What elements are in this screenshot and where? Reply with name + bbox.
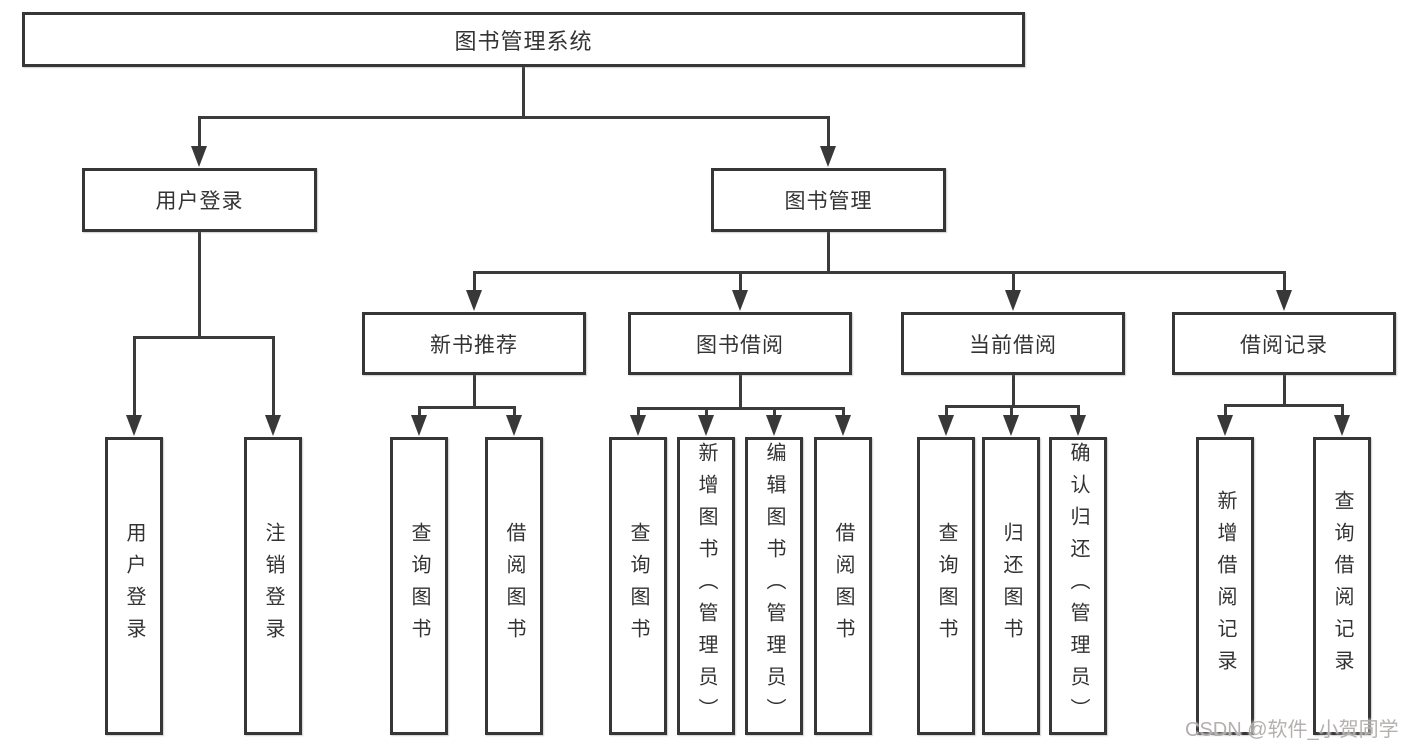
- node-user-login: 用户登录: [82, 168, 317, 232]
- connector-line-vertical: [133, 337, 136, 420]
- node-leaf-query-books-2: 查询图书: [609, 437, 667, 735]
- node-label: 新增借阅记录: [1214, 490, 1236, 682]
- node-leaf-return-books: 归还图书: [982, 437, 1040, 735]
- arrow-down-icon: [1276, 290, 1292, 311]
- arrow-down-icon: [820, 146, 836, 167]
- connector-line-horizontal: [473, 271, 1286, 274]
- arrow-down-icon: [630, 415, 646, 436]
- node-leaf-logout: 注销登录: [244, 437, 302, 735]
- connector-line-vertical: [272, 337, 275, 420]
- arrow-down-icon: [766, 415, 782, 436]
- node-label: 用户登录: [155, 190, 244, 213]
- node-leaf-user-login: 用户登录: [105, 437, 163, 735]
- node-leaf-query-borrow-record: 查询借阅记录: [1313, 437, 1371, 735]
- connector-line-vertical: [773, 408, 776, 420]
- connector-line-horizontal: [1224, 404, 1344, 407]
- node-book-borrowing: 图书借阅: [628, 312, 852, 375]
- node-label: 图书借阅: [696, 333, 784, 357]
- node-leaf-add-books-admin: 新增图书（管理员）: [677, 437, 735, 735]
- connector-line-vertical: [1010, 406, 1013, 420]
- node-label: 用户登录: [123, 522, 145, 650]
- arrow-down-icon: [466, 290, 482, 311]
- connector-line-vertical: [1341, 405, 1344, 420]
- node-label: 查询图书: [408, 522, 430, 650]
- node-leaf-borrow-books-2: 借阅图书: [814, 437, 872, 735]
- arrow-down-icon: [1070, 415, 1086, 436]
- node-label: 借阅图书: [832, 522, 854, 650]
- arrow-down-icon: [938, 415, 954, 436]
- node-leaf-borrow-books-1: 借阅图书: [485, 437, 543, 735]
- connector-line-vertical: [945, 406, 948, 420]
- node-current-borrowing: 当前借阅: [901, 312, 1125, 375]
- node-leaf-add-borrow-record: 新增借阅记录: [1196, 437, 1254, 735]
- node-label: 查询图书: [935, 522, 957, 650]
- node-leaf-query-books-3: 查询图书: [917, 437, 975, 735]
- node-library-system: 图书管理系统: [22, 12, 1025, 67]
- node-borrowing-records: 借阅记录: [1172, 312, 1396, 375]
- arrow-down-icon: [411, 415, 427, 436]
- node-new-book-recommend: 新书推荐: [362, 312, 586, 375]
- arrow-down-icon: [1217, 415, 1233, 436]
- node-label: 注销登录: [262, 522, 284, 650]
- connector-line-vertical: [513, 407, 516, 420]
- node-leaf-edit-books-admin: 编辑图书（管理员）: [745, 437, 803, 735]
- connector-line-vertical: [1012, 272, 1015, 295]
- connector-line-vertical: [522, 67, 525, 118]
- connector-line-vertical: [1012, 375, 1015, 407]
- arrow-down-icon: [265, 415, 281, 436]
- node-label: 确认归还（管理员）: [1067, 442, 1089, 730]
- connector-line-horizontal: [418, 406, 516, 409]
- connector-line-vertical: [1224, 405, 1227, 420]
- connector-line-vertical: [842, 408, 845, 420]
- node-label: 当前借阅: [969, 333, 1057, 357]
- node-label: 编辑图书（管理员）: [763, 442, 785, 730]
- connector-line-horizontal: [198, 116, 830, 119]
- node-leaf-query-books-1: 查询图书: [390, 437, 448, 735]
- node-label: 图书管理系统: [454, 28, 593, 54]
- node-label: 查询借阅记录: [1331, 490, 1353, 682]
- connector-line-vertical: [705, 408, 708, 420]
- node-label: 图书管理: [784, 190, 873, 213]
- connector-line-vertical: [1283, 272, 1286, 295]
- connector-line-horizontal: [133, 336, 275, 339]
- connector-line-vertical: [827, 117, 830, 151]
- connector-line-vertical: [473, 375, 476, 408]
- arrow-down-icon: [191, 146, 207, 167]
- arrow-down-icon: [1003, 415, 1019, 436]
- arrow-down-icon: [732, 290, 748, 311]
- arrow-down-icon: [126, 415, 142, 436]
- arrow-down-icon: [506, 415, 522, 436]
- arrow-down-icon: [698, 415, 714, 436]
- node-label: 借阅图书: [503, 522, 525, 650]
- connector-line-vertical: [1283, 375, 1286, 406]
- arrow-down-icon: [835, 415, 851, 436]
- node-label: 借阅记录: [1240, 333, 1328, 357]
- node-label: 新书推荐: [430, 333, 518, 357]
- connector-line-horizontal: [637, 407, 845, 410]
- connector-line-vertical: [637, 408, 640, 420]
- connector-line-vertical: [473, 272, 476, 295]
- csdn-watermark: CSDN @软件_小贺同学: [1185, 719, 1399, 741]
- node-label: 归还图书: [1000, 522, 1022, 650]
- connector-line-vertical: [827, 232, 830, 273]
- node-leaf-confirm-return-admin: 确认归还（管理员）: [1049, 437, 1107, 735]
- connector-line-vertical: [198, 117, 201, 151]
- connector-line-vertical: [1077, 406, 1080, 420]
- arrow-down-icon: [1005, 290, 1021, 311]
- connector-line-vertical: [739, 375, 742, 409]
- node-label: 查询图书: [627, 522, 649, 650]
- connector-line-vertical: [418, 407, 421, 420]
- node-label: 新增图书（管理员）: [695, 442, 717, 730]
- node-book-management: 图书管理: [711, 168, 946, 232]
- connector-line-vertical: [198, 232, 201, 338]
- arrow-down-icon: [1334, 415, 1350, 436]
- connector-line-vertical: [739, 272, 742, 295]
